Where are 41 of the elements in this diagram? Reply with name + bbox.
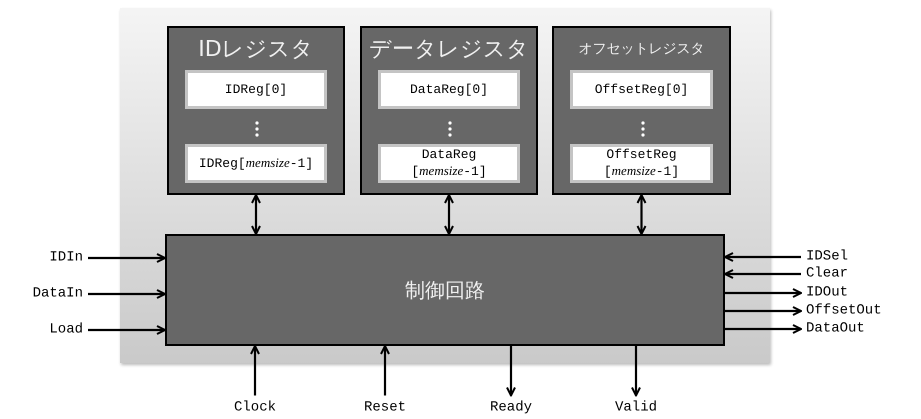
register-group-box bbox=[167, 26, 345, 195]
arrow bbox=[724, 252, 801, 262]
register-box: DataReg [memsize-1] bbox=[378, 144, 520, 183]
arrow bbox=[380, 345, 390, 396]
arrow bbox=[631, 346, 641, 396]
box-title: 制御回路 bbox=[405, 276, 485, 304]
register-box: OffsetReg[0] bbox=[570, 70, 713, 109]
group-title: IDレジスタ bbox=[197, 36, 315, 64]
register-box: OffsetReg [memsize-1] bbox=[570, 144, 713, 183]
arrow bbox=[88, 289, 166, 299]
signal-label: OffsetOut bbox=[806, 304, 882, 318]
register-group-box bbox=[552, 26, 731, 195]
signal-label: Ready bbox=[490, 400, 532, 416]
signal-label: IDOut bbox=[806, 286, 848, 300]
signal-label: IDSel bbox=[806, 250, 848, 264]
double-arrow bbox=[636, 194, 646, 235]
arrow bbox=[725, 324, 802, 334]
register-box: DataReg[0] bbox=[378, 70, 520, 109]
signal-label: Reset bbox=[364, 400, 406, 416]
signal-label: Clear bbox=[806, 266, 848, 282]
signal-label: Valid bbox=[615, 400, 657, 416]
signal-label: DataIn bbox=[32, 286, 83, 302]
arrow bbox=[250, 345, 260, 396]
arrow bbox=[88, 253, 166, 263]
signal-label: DataOut bbox=[806, 322, 865, 336]
arrow bbox=[506, 346, 516, 396]
double-arrow bbox=[251, 194, 261, 235]
arrow bbox=[724, 269, 801, 279]
register-group-box bbox=[360, 26, 538, 195]
control-circuit-box bbox=[165, 234, 725, 346]
signal-label: Load bbox=[49, 322, 83, 338]
arrow bbox=[725, 306, 802, 316]
arrow bbox=[725, 288, 802, 298]
group-title: オフセットレジスタ bbox=[578, 40, 706, 58]
register-box: IDReg[memsize-1] bbox=[185, 144, 327, 183]
arrow bbox=[88, 325, 166, 335]
signal-label: IDIn bbox=[49, 250, 83, 266]
group-title: データレジスタ bbox=[368, 36, 530, 64]
double-arrow bbox=[444, 194, 454, 235]
signal-label: Clock bbox=[234, 400, 276, 416]
register-box: IDReg[0] bbox=[185, 70, 327, 109]
